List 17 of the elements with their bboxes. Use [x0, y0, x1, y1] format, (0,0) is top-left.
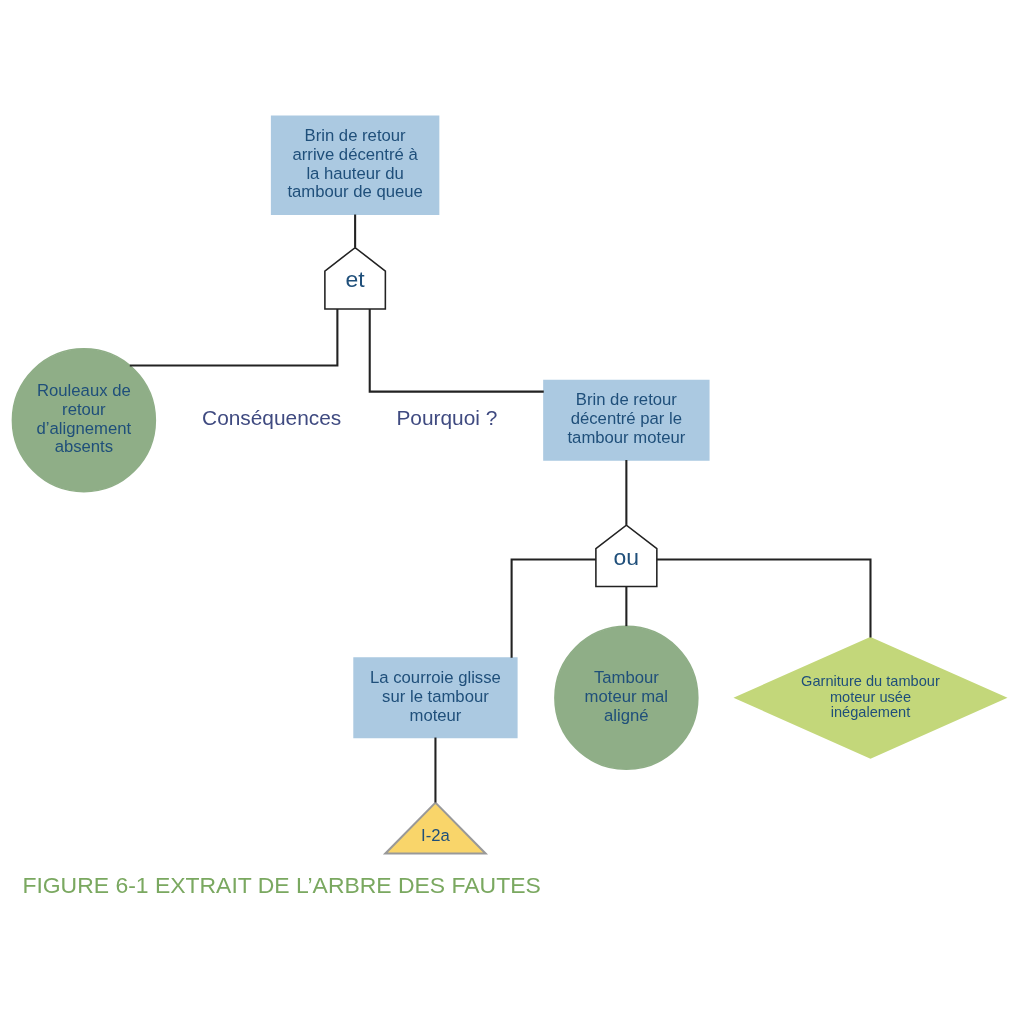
label: Pourquoi ? — [396, 406, 498, 430]
connector — [129, 309, 339, 367]
node-diamond: Garniture du tambour moteur usée inégalement — [733, 636, 1008, 759]
connector — [434, 737, 437, 803]
node-circle: Tambour moteur mal aligné — [554, 625, 699, 771]
connector — [510, 558, 596, 658]
node-box: Brin de retour arrive décentré à la hauteur du tambour de queue — [270, 115, 440, 215]
connector — [625, 460, 628, 525]
connector — [354, 214, 357, 248]
caption: FIGURE 6-1 EXTRAIT DE L’ARBRE DES FAUTES — [22, 871, 541, 898]
label: Conséquences — [202, 406, 342, 430]
connector — [625, 586, 628, 627]
connector — [368, 309, 544, 393]
node-box: La courroie glisse sur le tambour moteur — [353, 657, 518, 739]
node-circle: Rouleaux de retour d’alignement absents — [11, 348, 157, 493]
node-box: Brin de retour décentré par le tambour moteur — [543, 379, 710, 461]
connector — [656, 558, 872, 638]
